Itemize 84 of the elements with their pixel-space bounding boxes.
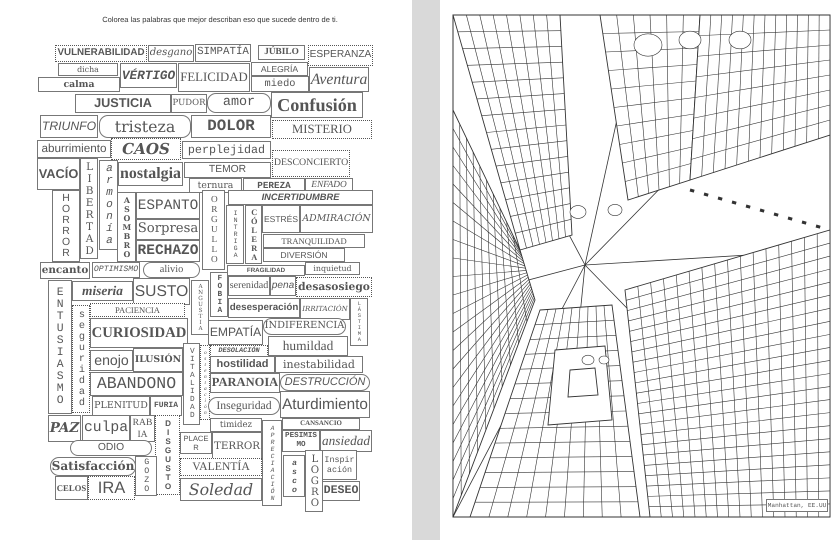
word-box: inestabilidad [275,356,363,373]
word-box: TERROR [212,432,262,460]
word-box: MISTERIO [272,120,372,139]
word-box: INCERTIDUMBRE [228,190,373,205]
word-box: culpa [82,415,130,442]
word-box: Aturdimiento [280,391,370,418]
word-box: ORGULLO [202,190,225,270]
word-box: JUSTICIA [75,94,171,113]
word-box: seguridad [72,305,90,413]
word-box: DOLOR [191,115,271,138]
word-box: VACÍO [37,158,80,190]
word-box: VULNERABILIDAD [55,45,147,62]
word-box: hostilidad [210,356,275,373]
word-box: VALENTÍA [180,458,262,476]
word-box: Satisfacción [50,457,136,476]
word-box: miseria [72,281,133,301]
word-box: ESTRÉS [262,205,300,233]
word-box: SIMPATÍA [195,44,251,62]
word-box: DISGUSTO [155,415,180,495]
word-box: TEMOR [184,162,271,178]
word-box: PAZ [48,415,81,442]
word-box: miedo [251,76,309,92]
word-box: ODIO [70,440,152,456]
word-box: PUDOR [171,94,207,113]
word-box: DESCONCIERTO [272,150,350,177]
word-box: ADMIRACIÓN [300,205,373,233]
word-box: DIVERSIÓN [263,248,345,262]
word-box: serenidad [228,276,270,296]
word-box: CELOS [55,476,88,500]
word-box: Aventura [309,67,369,92]
word-box: pena [270,276,296,296]
word-box: enojo [90,350,133,371]
word-box: PARANOIA [210,373,280,393]
word-box: CÓLERA [245,205,262,264]
word-box: GOZO [135,456,157,496]
word-box: ESPANTO [136,192,200,219]
word-box: perplejidad [182,141,271,159]
word-box: JÚBILO [258,45,305,60]
word-box: CURIOSIDAD [90,318,188,348]
word-box: ansiedad [320,430,372,452]
word-box: IRA [88,476,135,500]
word-box: timidez [210,418,262,432]
word-box: ENTUSIASMO [48,280,72,414]
word-box: ILUSIÓN [133,348,183,372]
word-box: asco [283,455,305,497]
word-box: encanto [40,262,90,279]
word-box: aburrimiento [37,140,111,158]
word-box: Inspiración [322,450,357,480]
word-box: RECHAZO [136,240,200,262]
word-box: Soledad [180,478,262,501]
word-box: LIBERTAD [80,158,98,259]
word-box: amor [207,93,271,113]
word-box: CAOS [111,138,181,160]
word-box: SUSTO [133,278,190,305]
word-box: ESPERANZA [308,45,373,66]
word-box: tristeza [99,115,191,138]
word-box: humildad [268,336,348,356]
word-box: Confusión [271,92,363,118]
word-box: desasosiego [296,277,372,297]
word-box: nostalgia [118,162,183,186]
word-box: ALEGRÍA [251,62,308,76]
word-box: TRIUNFO [40,115,98,138]
word-box: Inseguridad [208,397,280,415]
word-box: ABANDONO [90,372,183,396]
word-box: alivio [143,262,200,278]
word-box: Sorpresa [136,219,200,240]
word-box: PLENITUD [92,396,150,416]
word-box: OPTIMISMO [92,262,140,278]
word-box: RABIA [130,415,155,442]
word-box: LOGRO [305,450,323,512]
word-box: calma [38,77,120,92]
word-box: INDIFERENCIA [263,318,346,335]
word-box: DESTRUCCIÓN [280,374,370,391]
word-box: desgano [148,45,194,62]
word-box: PACIENCIA [90,303,185,317]
word-box: VÉRTIGO [120,63,177,88]
word-box: TRANQUILIDAD [263,234,365,248]
word-box: EMPATÍA [208,320,263,345]
word-box: FELICIDAD [178,63,250,92]
word-box: DESEO [322,481,360,501]
word-box: FURIA [150,396,182,416]
word-box: desesperación [228,298,300,318]
word-box: armonía [99,160,118,250]
word-box: HORROR [52,190,80,262]
